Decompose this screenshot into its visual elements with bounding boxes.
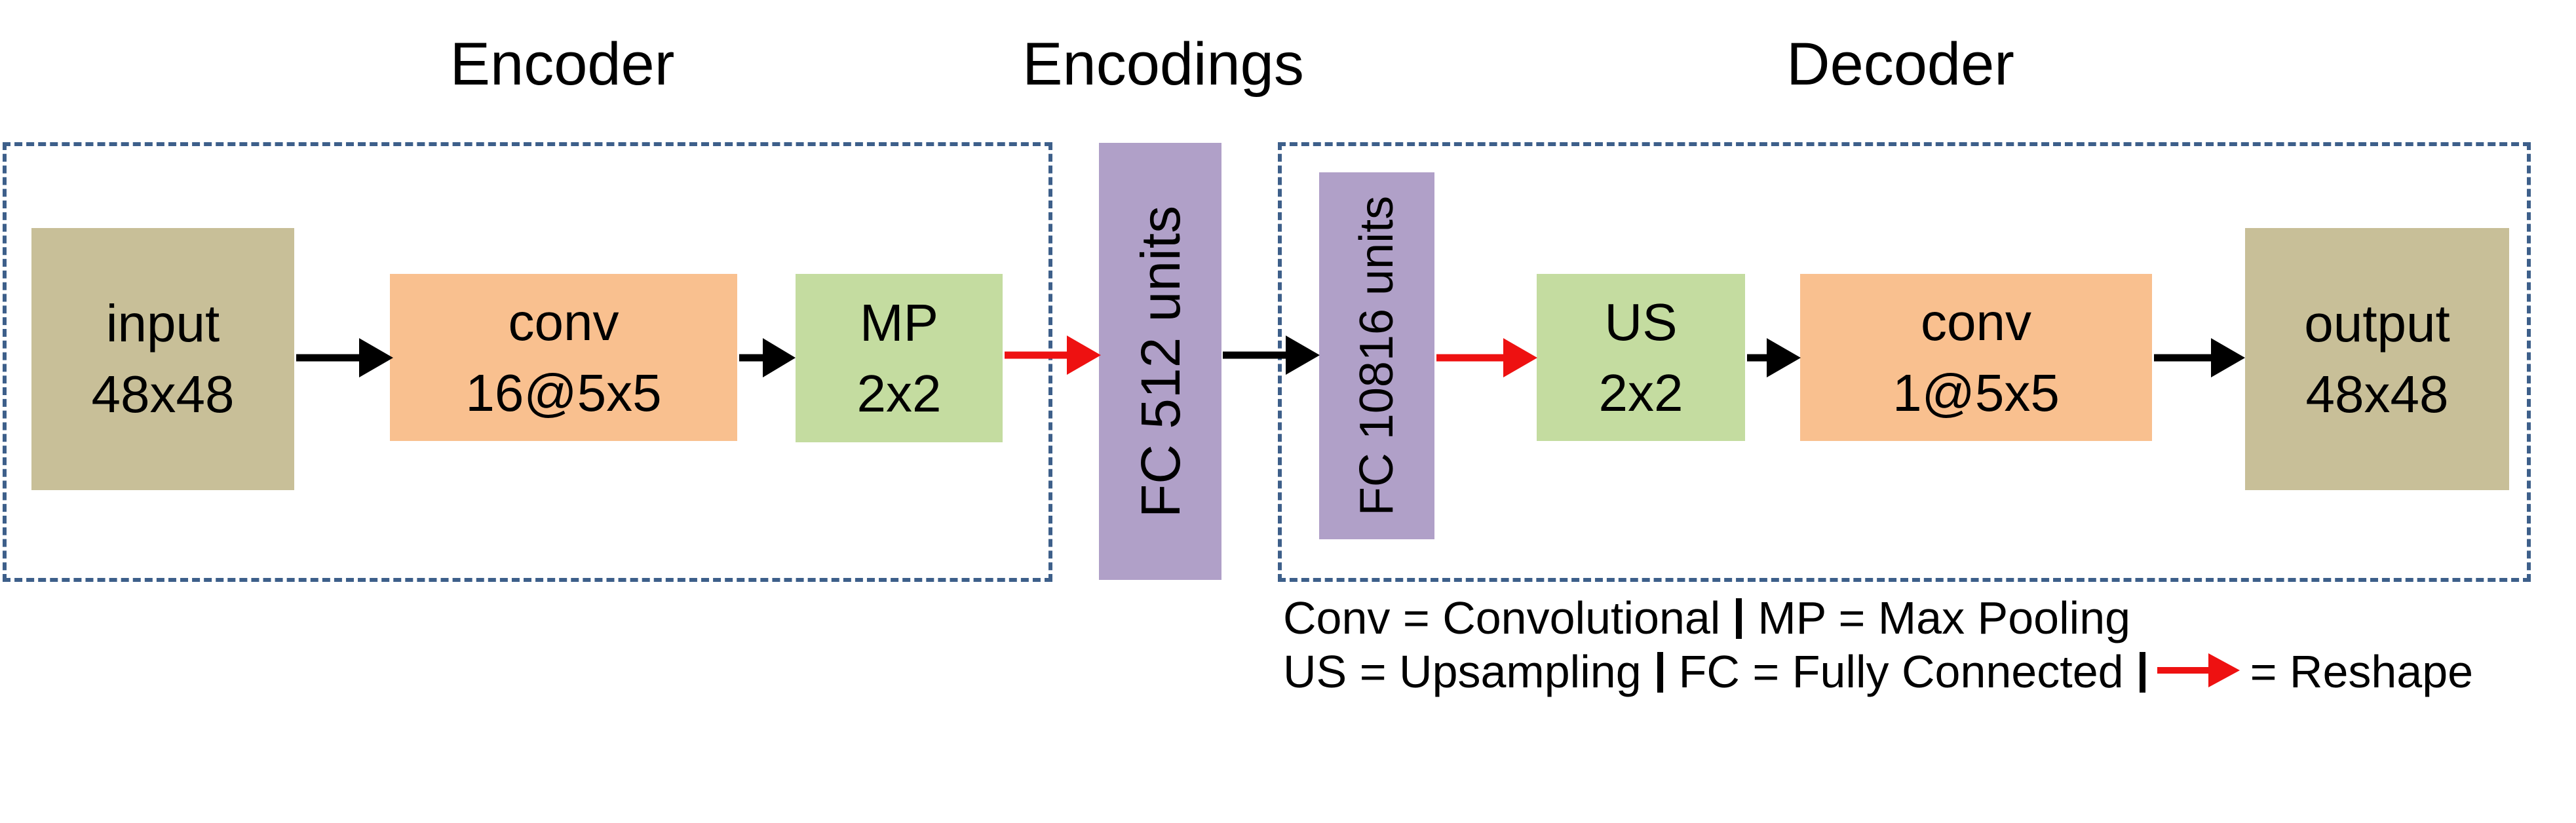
encoder-group [3,142,1052,582]
output-label: output [2304,294,2450,353]
legend-reshape: = Reshape [2250,646,2474,697]
input-block: input 48x48 [31,228,294,490]
decoder-title: Decoder [1786,31,2014,98]
fc-10816-block: FC 10816 units [1319,172,1434,539]
upsampling-size: 2x2 [1598,363,1683,422]
fc-512-label: FC 512 units [1129,205,1191,518]
legend-line-1: Conv = Convolutional MP = Max Pooling [1283,595,2130,641]
legend-conv: Conv = Convolutional [1283,592,1721,643]
legend-separator [1736,598,1742,639]
output-size: 48x48 [2305,365,2449,423]
conv-encoder-label: conv [508,292,619,351]
input-label: input [106,294,220,353]
conv-encoder-block: conv 16@5x5 [390,274,737,441]
conv-decoder-filters: 1@5x5 [1893,363,2060,422]
max-pool-label: MP [860,293,938,352]
output-block: output 48x48 [2245,228,2509,490]
max-pool-block: MP 2x2 [796,274,1003,442]
legend-mp: MP = Max Pooling [1758,592,2131,643]
encoder-title: Encoder [450,31,675,98]
upsampling-label: US [1604,292,1678,351]
fc-10816-label: FC 10816 units [1351,195,1403,516]
max-pool-size: 2x2 [856,364,942,423]
encodings-title: Encodings [1022,31,1304,98]
reshape-arrow-icon [2157,653,2240,687]
input-size: 48x48 [91,365,235,423]
fc-512-block: FC 512 units [1099,143,1221,580]
legend-fc: FC = Fully Connected [1678,646,2124,697]
conv-decoder-label: conv [1921,292,2031,351]
legend-separator [2139,652,2145,693]
conv-decoder-block: conv 1@5x5 [1800,274,2152,441]
legend-us: US = Upsampling [1283,646,1642,697]
upsampling-block: US 2x2 [1537,274,1745,441]
legend-separator [1657,652,1663,693]
conv-encoder-filters: 16@5x5 [465,363,662,422]
decoder-group [1278,142,2531,582]
legend-line-2: US = Upsampling FC = Fully Connected = Res… [1283,649,2473,695]
